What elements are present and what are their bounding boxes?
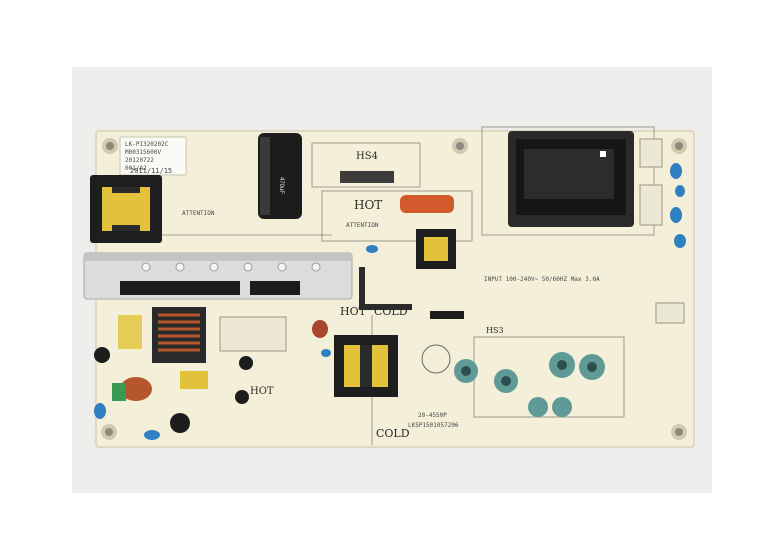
primary-heatsink [83,252,353,300]
sticker-line-3: 20120722 [125,157,154,164]
right-small-caps [670,163,686,248]
main-transformer [508,131,634,227]
standby-transformer [90,175,162,243]
date-code: 2011/11/15 [130,167,172,175]
line-filter-choke [152,307,206,363]
attention-label-right: ATTENTION [346,222,379,229]
cold-label-bottom: COLD [376,427,410,440]
hot-label-top: HOT [354,198,382,212]
caution-label [219,316,287,352]
pcb-photo: LK-PI320202C M00315600V 20120722 001/A2 … [72,67,712,493]
svg-text:470uF: 470uF [278,177,284,194]
sticker-line-1: LK-PI320202C [125,141,169,148]
connector-right [639,184,663,226]
pfc-transformer [334,335,398,397]
diode [430,311,464,319]
mounting-holes [101,138,687,440]
hot-label-left: HOT [250,386,274,397]
model-code: 20-45S0P [418,412,447,419]
yellow-capacitor [118,315,142,349]
hot-label-mid: HOT [340,305,367,318]
sticker-line-4: 001/A2 [125,165,147,172]
input-spec: INPUT 100-240V~ 50/60HZ Max 3.0A [484,276,600,283]
hs4-heatsink [340,171,394,183]
connector-top-right [639,138,663,168]
bulk-capacitor: 470uF [258,133,302,219]
output-capacitors [454,352,605,417]
toroid-coil [120,377,152,401]
serial-sticker [119,136,187,176]
sticker-line-2: M00315600V [125,149,162,156]
connector-edge [655,302,685,324]
x-capacitor [400,195,454,213]
board-code: LK5P1501057206 [408,422,459,429]
small-transformer [416,229,456,269]
cold-label-mid: COLD [374,305,408,318]
hs3-label: HS3 [486,326,504,335]
silk-circle [421,344,451,374]
hs4-label: HS4 [356,151,378,162]
pcb-illustration: LK-PI320202C M00315600V 20120722 001/A2 … [83,126,695,448]
attention-label-left: ATTENTION [182,210,215,217]
